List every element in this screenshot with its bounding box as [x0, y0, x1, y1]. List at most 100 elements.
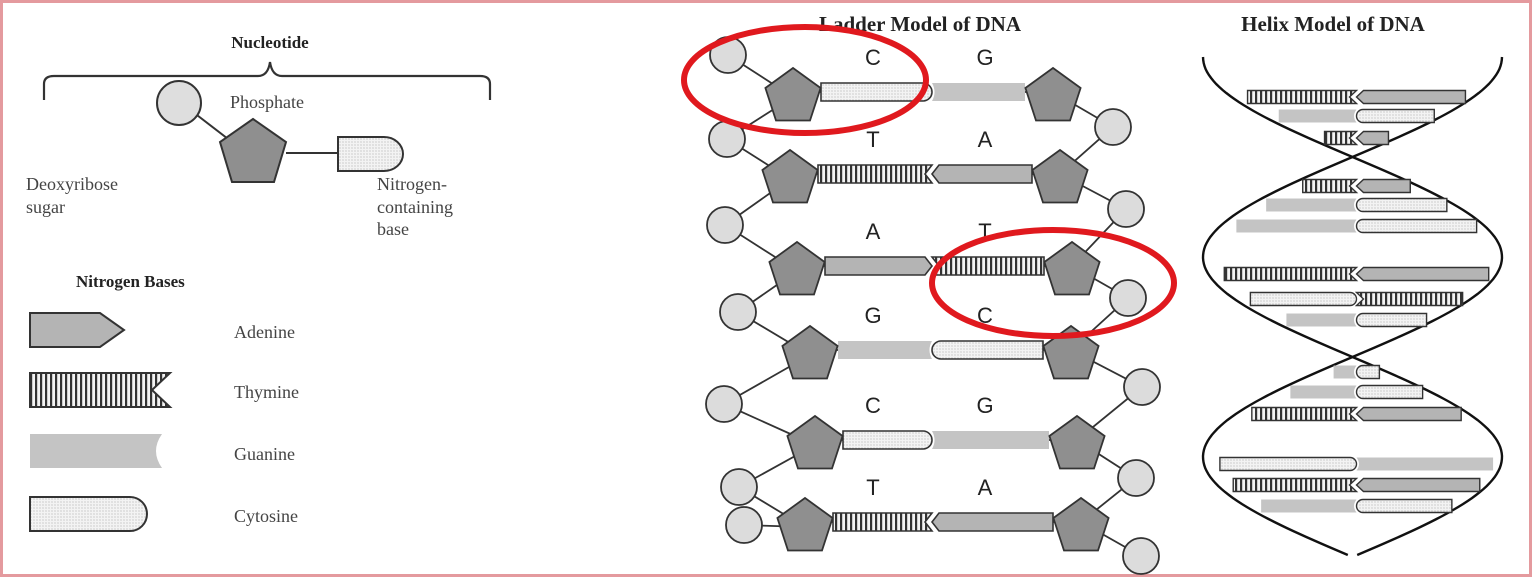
phosphate-circle	[1122, 537, 1160, 575]
helix-base	[1232, 477, 1359, 493]
nucleotide-bracket	[42, 61, 492, 100]
ladder-base	[932, 83, 1025, 101]
nucleotide-diagram: Nucleotide Phosphate Deoxyribose sugar N…	[26, 33, 492, 239]
sugar-pentagon	[1042, 324, 1100, 380]
ladder-base	[930, 512, 1054, 532]
sugar-pentagon	[1052, 496, 1110, 552]
base-letter: G	[976, 393, 993, 418]
cytosine-legend-shape	[29, 496, 148, 532]
ladder-base	[932, 431, 1049, 449]
helix-base	[1223, 266, 1359, 282]
helix-title: Helix Model of DNA	[1241, 12, 1426, 36]
base-letter: G	[976, 45, 993, 70]
sugar-pentagon	[764, 66, 822, 122]
helix-base	[1261, 499, 1357, 513]
phosphate-circle	[1117, 459, 1155, 497]
helix-base	[1355, 498, 1453, 514]
sugar-pentagon	[776, 496, 834, 552]
ladder-base	[842, 430, 933, 450]
sugar-shape	[218, 117, 288, 183]
ladder-base	[931, 340, 1044, 360]
cytosine-legend-label: Cytosine	[234, 506, 298, 526]
helix-strand	[1201, 56, 1504, 557]
base-letter: C	[865, 45, 881, 70]
helix-base	[1355, 130, 1390, 146]
adenine-legend-shape	[29, 312, 126, 348]
base-label-line3: base	[377, 219, 409, 239]
helix-base	[1219, 456, 1358, 472]
highlight-circle	[929, 227, 1177, 339]
helix-base	[1355, 312, 1428, 328]
sugar-pentagon	[1024, 66, 1082, 122]
helix-base	[1355, 406, 1462, 422]
helix-base	[1249, 291, 1358, 307]
sugar-pentagon	[1043, 240, 1101, 296]
sugar-pentagon	[1031, 148, 1089, 204]
helix-base	[1333, 365, 1357, 379]
helix-base	[1251, 406, 1359, 422]
thymine-legend-label: Thymine	[234, 382, 299, 402]
sugar-pentagon	[768, 240, 826, 296]
helix-base	[1236, 219, 1357, 233]
base-letter: C	[977, 303, 993, 328]
ladder-base	[838, 341, 932, 359]
base-letter: A	[866, 219, 881, 244]
sugar-label-line1: Deoxyribose	[26, 174, 118, 194]
base-letter: G	[864, 303, 881, 328]
base-letter: T	[866, 127, 879, 152]
helix-base	[1355, 178, 1411, 194]
nucleotide-title: Nucleotide	[231, 33, 309, 52]
thymine-legend-shape	[29, 372, 173, 408]
helix-base	[1246, 89, 1359, 105]
helix-base	[1355, 108, 1435, 124]
base-label: Nitrogen- containing base	[377, 174, 457, 239]
helix-base	[1286, 313, 1357, 327]
phosphate-circle	[1109, 279, 1147, 317]
phosphate-circle	[705, 385, 743, 423]
guanine-legend-label: Guanine	[234, 444, 295, 464]
base-letter: T	[866, 475, 879, 500]
helix-base	[1355, 266, 1490, 282]
sugar-pentagon	[761, 148, 819, 204]
phosphate-circle	[1107, 190, 1145, 228]
ladder-base	[824, 256, 934, 276]
phosphate-circle	[719, 293, 757, 331]
base-letter: C	[865, 393, 881, 418]
helix-base	[1278, 109, 1357, 123]
helix-base	[1355, 364, 1381, 380]
phosphate-circle	[720, 468, 758, 506]
base-label-line2: containing	[377, 197, 453, 217]
helix-base	[1355, 218, 1478, 234]
phosphate-circle	[706, 206, 744, 244]
phosphate-shape	[156, 80, 202, 126]
helix-base	[1356, 457, 1494, 471]
sugar-pentagon	[1048, 414, 1106, 470]
nitrogen-bases-legend: Nitrogen Bases AdenineThymineGuanineCyto…	[29, 272, 299, 532]
helix-base	[1323, 130, 1359, 146]
phosphate-circle	[725, 506, 763, 544]
base-label-line1: Nitrogen-	[377, 174, 447, 194]
helix-base	[1290, 385, 1357, 399]
highlight-circle	[681, 24, 929, 136]
helix-base	[1355, 384, 1424, 400]
adenine-legend-label: Adenine	[234, 322, 295, 342]
phosphate-circle	[1123, 368, 1161, 406]
helix-base	[1354, 291, 1464, 307]
helix-base	[1302, 178, 1359, 194]
ladder-base	[930, 164, 1033, 184]
phosphate-label: Phosphate	[230, 92, 304, 112]
ladder-base	[817, 164, 934, 184]
guanine-legend-shape	[30, 434, 162, 468]
helix-base	[1266, 198, 1357, 212]
base-letter: A	[978, 127, 993, 152]
sugar-label: Deoxyribose sugar	[26, 174, 122, 217]
phosphate-circle	[1094, 108, 1132, 146]
helix-model: Helix Model of DNA	[1201, 12, 1504, 557]
helix-base	[1355, 89, 1467, 105]
sugar-pentagon	[781, 324, 839, 380]
sugar-pentagon	[786, 414, 844, 470]
sugar-label-line2: sugar	[26, 197, 65, 217]
helix-base	[1355, 477, 1481, 493]
